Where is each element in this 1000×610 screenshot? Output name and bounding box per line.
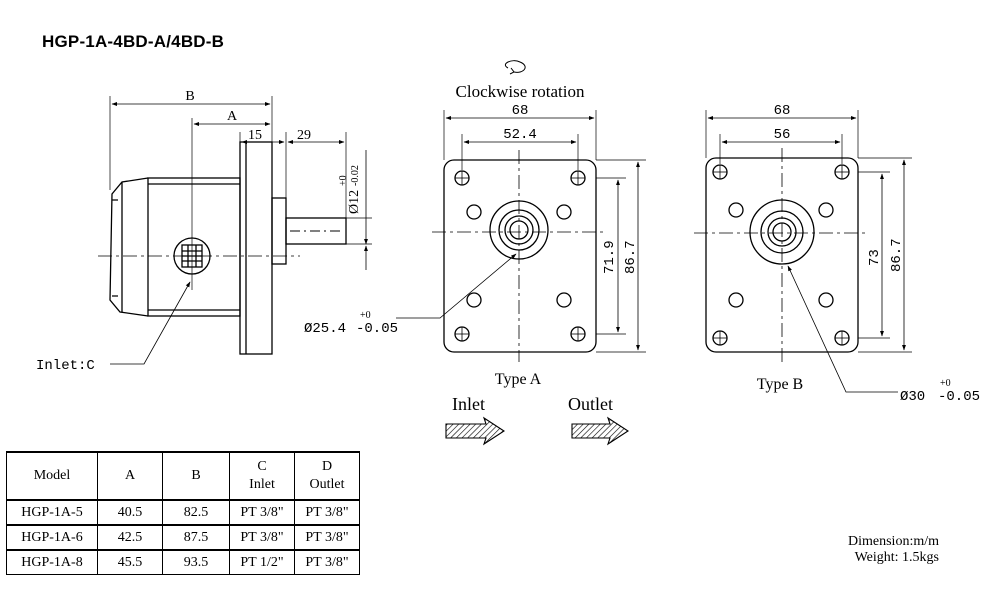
cell-c: PT 3/8": [229, 524, 295, 551]
dim-a-label: A: [227, 109, 238, 124]
shaft-dia-label: Ø12: [347, 190, 362, 214]
type-a-label: Type A: [495, 371, 542, 388]
weight-note: Weight: 1.5kgs: [854, 550, 939, 565]
type-a-pilot-tol-minus: -0.05: [356, 321, 398, 337]
cell-b: 93.5: [162, 549, 230, 575]
inlet-arrow: [445, 416, 506, 446]
type-b-label: Type B: [757, 376, 803, 393]
side-view: [98, 96, 372, 365]
type-b-height-outer-label: 86.7: [889, 238, 905, 272]
dim-b-label: B: [185, 89, 194, 104]
type-a-height-inner-label: 71.9: [602, 240, 618, 274]
type-b-bolt-spacing-label: 56: [774, 127, 791, 143]
type-b-pilot-tol-plus: +0: [940, 378, 951, 389]
side-view-labels: B A 15 29 Ø12 +0 -0.02 Inlet:C: [36, 89, 362, 374]
type-a-pilot-dia-label: Ø25.4: [304, 321, 346, 337]
type-b-pilot-dia-label: Ø30: [900, 389, 925, 405]
type-a-bolt-spacing-label: 52.4: [503, 127, 537, 143]
cell-d: PT 3/8": [294, 524, 360, 551]
cell-model: HGP-1A-8: [6, 549, 98, 575]
drawing-title: HGP-1A-4BD-A/4BD-B: [42, 32, 225, 51]
flow-outlet-label: Outlet: [568, 394, 613, 414]
cell-model: HGP-1A-6: [6, 524, 98, 551]
type-b-view: [694, 110, 912, 393]
cell-model: HGP-1A-5: [6, 499, 98, 526]
cell-c: PT 3/8": [229, 499, 295, 526]
type-a-view: [396, 60, 646, 362]
col-model: Model: [6, 451, 98, 501]
cell-d: PT 3/8": [294, 549, 360, 575]
cell-b: 82.5: [162, 499, 230, 526]
cell-a: 40.5: [97, 499, 163, 526]
type-a-height-outer-label: 86.7: [623, 240, 639, 274]
cell-c: PT 1/2": [229, 549, 295, 575]
inlet-c-label: Inlet:C: [36, 358, 95, 374]
dim-29-label: 29: [297, 128, 311, 143]
type-b-pilot-tol-minus: -0.05: [938, 389, 980, 405]
dim-15-label: 15: [248, 128, 262, 143]
type-b-height-inner-label: 73: [867, 249, 883, 266]
type-a-pilot-tol-plus: +0: [360, 310, 371, 321]
table-row: HGP-1A-8 45.5 93.5 PT 1/2" PT 3/8": [6, 549, 360, 575]
outlet-arrow: [571, 416, 630, 446]
flow-inlet-label: Inlet: [452, 394, 485, 414]
dimension-note: Dimension:m/m: [848, 534, 939, 549]
type-a-width-label: 68: [512, 103, 529, 119]
type-b-width-label: 68: [774, 103, 791, 119]
cell-b: 87.5: [162, 524, 230, 551]
rotation-label: Clockwise rotation: [456, 82, 585, 101]
cell-a: 42.5: [97, 524, 163, 551]
cell-a: 45.5: [97, 549, 163, 575]
shaft-tol-minus: -0.02: [350, 165, 361, 186]
type-a-labels: Clockwise rotation 68 52.4 71.9 86.7 Ø25…: [304, 82, 639, 388]
col-b: B: [162, 451, 230, 501]
col-a: A: [97, 451, 163, 501]
shaft-tol-plus: +0: [338, 175, 349, 186]
table-row: HGP-1A-5 40.5 82.5 PT 3/8" PT 3/8": [6, 499, 360, 526]
type-b-labels: 68 56 73 86.7 Type B Ø30 +0 -0.05: [757, 103, 980, 405]
table-row: HGP-1A-6 42.5 87.5 PT 3/8" PT 3/8": [6, 524, 360, 551]
notes: Dimension:m/m Weight: 1.5kgs: [848, 534, 939, 566]
cell-d: PT 3/8": [294, 499, 360, 526]
